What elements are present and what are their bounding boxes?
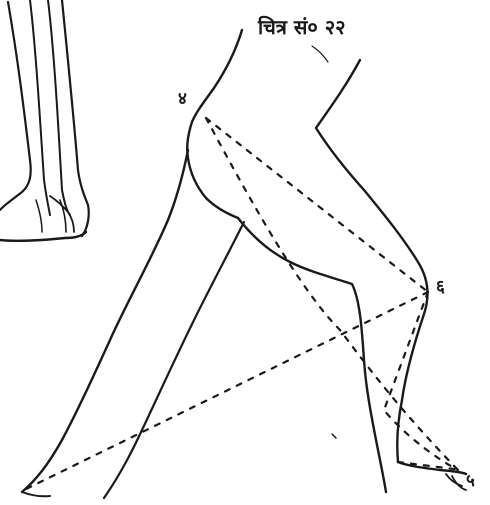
dashed-hip-to-knee [206,118,428,292]
back-foot-toe [22,492,50,496]
construction-lines [24,118,462,490]
left-leg-back-contour [62,0,89,236]
figure-caption: चित्र सं० २२ [257,15,346,39]
front-foot-toes [446,474,466,490]
buttock-contour [187,30,242,218]
ink-speck [332,434,336,438]
front-leg-outer-contour [316,60,427,462]
dashed-hip-to-foot [206,118,458,470]
front-leg-inner-contour [238,218,386,492]
left-standing-leg [0,0,89,241]
faint-stroke [312,46,328,62]
left-leg-inner-contour-1 [30,0,50,215]
left-foot-instep [36,200,42,232]
left-leg-outer-contour [0,2,31,210]
stepping-figure [22,30,466,498]
dashed-knee-to-foot [384,292,458,470]
point-label-foot: ५ [466,471,475,491]
left-foot-sole [0,232,86,241]
back-leg-inner-contour [104,222,244,498]
point-label-knee: ६ [436,277,445,297]
point-label-hip: ४ [178,89,187,109]
left-leg-inner-contour-2 [48,0,70,215]
